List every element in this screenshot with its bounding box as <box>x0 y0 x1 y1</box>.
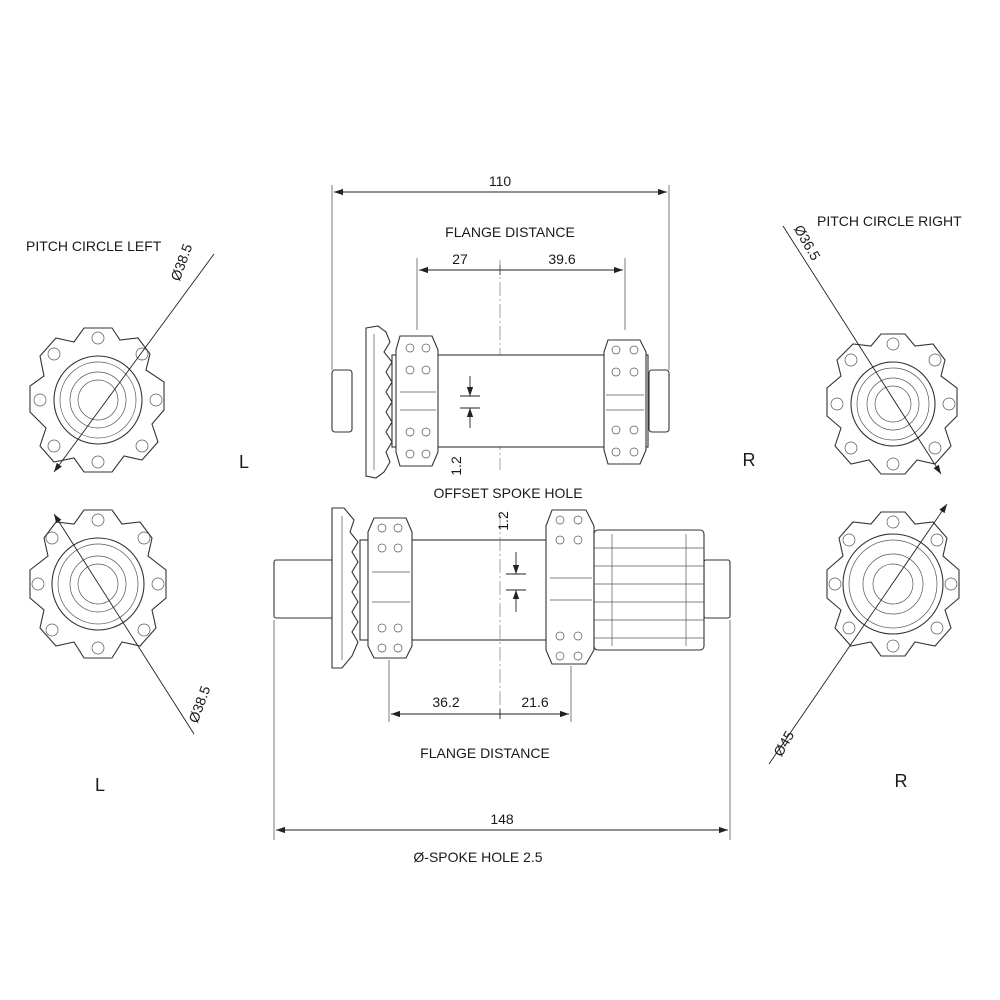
rear-left-side-label: L <box>95 775 105 795</box>
rear-flange-right-value: 21.6 <box>521 694 548 710</box>
pitch-circle-right-label: PITCH CIRCLE RIGHT <box>817 213 962 229</box>
rear-overall-width: 148 <box>490 811 514 827</box>
front-left-flange-view <box>29 253 215 473</box>
front-flange-left-value: 27 <box>452 251 468 267</box>
rear-right-side-label: R <box>895 771 908 791</box>
front-left-side-label: L <box>239 452 249 472</box>
flange-distance-top-label: FLANGE DISTANCE <box>445 224 575 240</box>
rear-left-pitch-diameter: Ø38.5 <box>185 683 213 725</box>
rear-axle-left <box>273 559 337 619</box>
rear-right-flange <box>545 509 595 665</box>
front-offset-value: 1.2 <box>448 456 464 476</box>
front-right-flange <box>603 339 647 465</box>
front-left-flange <box>395 335 439 467</box>
rear-hub: 1.2 36.2 21.6 148 <box>273 507 731 840</box>
front-right-end-cap <box>648 369 670 433</box>
front-rotor-mount <box>365 325 393 479</box>
flange-distance-bottom-label: FLANGE DISTANCE <box>420 745 550 761</box>
rear-left-flange-view <box>29 509 195 735</box>
front-right-side-label: R <box>743 450 756 470</box>
front-left-end-cap <box>331 369 353 433</box>
pitch-circle-left-label: PITCH CIRCLE LEFT <box>26 238 162 254</box>
front-left-pitch-diameter: Ø38.5 <box>167 241 195 283</box>
rear-left-flange <box>367 517 413 659</box>
rear-offset-value: 1.2 <box>495 511 511 531</box>
front-hub: 110 27 39.6 1.2 <box>331 173 670 479</box>
rear-axle-right <box>703 559 731 619</box>
rear-right-flange-view <box>768 503 960 765</box>
spoke-hole-label: Ø-SPOKE HOLE 2.5 <box>413 849 542 865</box>
front-overall-width: 110 <box>489 173 512 189</box>
offset-spoke-hole-label: OFFSET SPOKE HOLE <box>433 485 582 501</box>
front-right-flange-view <box>782 225 958 475</box>
rear-flange-left-value: 36.2 <box>432 694 459 710</box>
rear-rotor-mount <box>331 507 359 669</box>
rear-right-pitch-diameter: Ø45 <box>770 728 797 759</box>
front-flange-right-value: 39.6 <box>548 251 575 267</box>
